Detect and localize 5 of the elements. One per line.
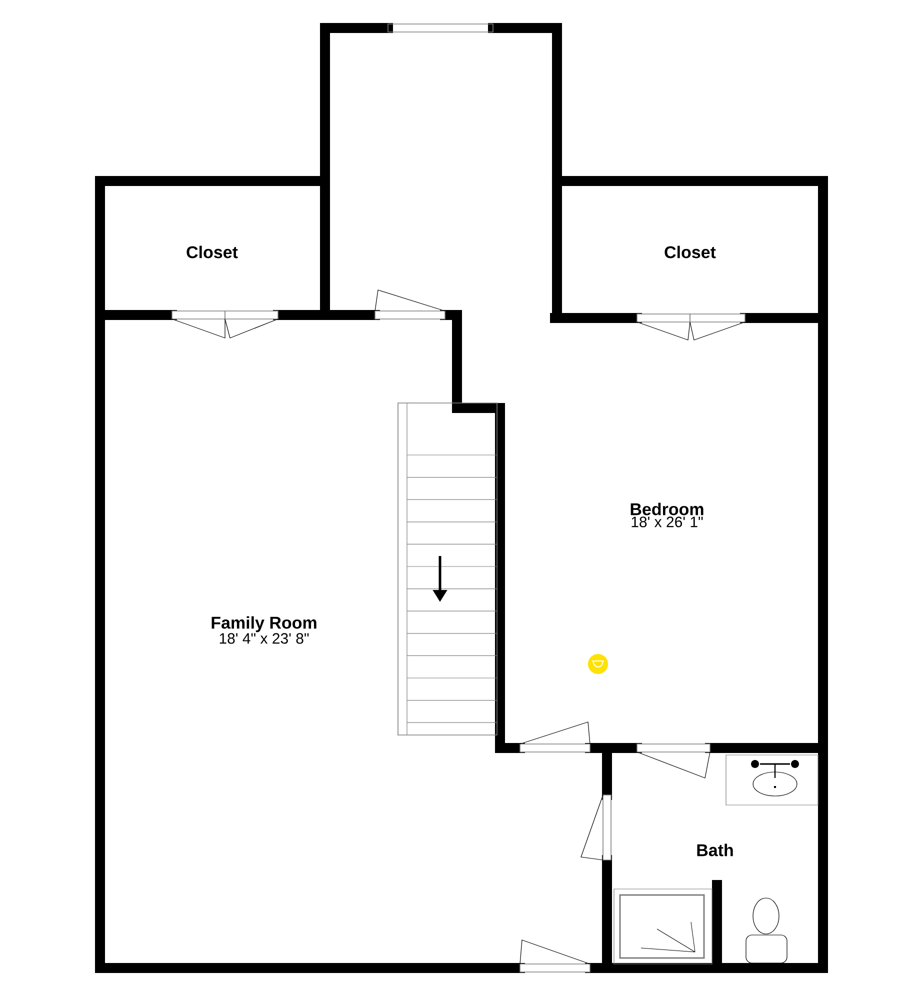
room-label: Closet — [186, 246, 238, 258]
room-label: Family Room 18' 4" x 23' 8" — [212, 616, 316, 644]
room-label: Bath — [697, 844, 733, 856]
room-label: Closet — [664, 246, 716, 258]
room-label: Bedroom 18' x 26' 1" — [630, 502, 704, 528]
